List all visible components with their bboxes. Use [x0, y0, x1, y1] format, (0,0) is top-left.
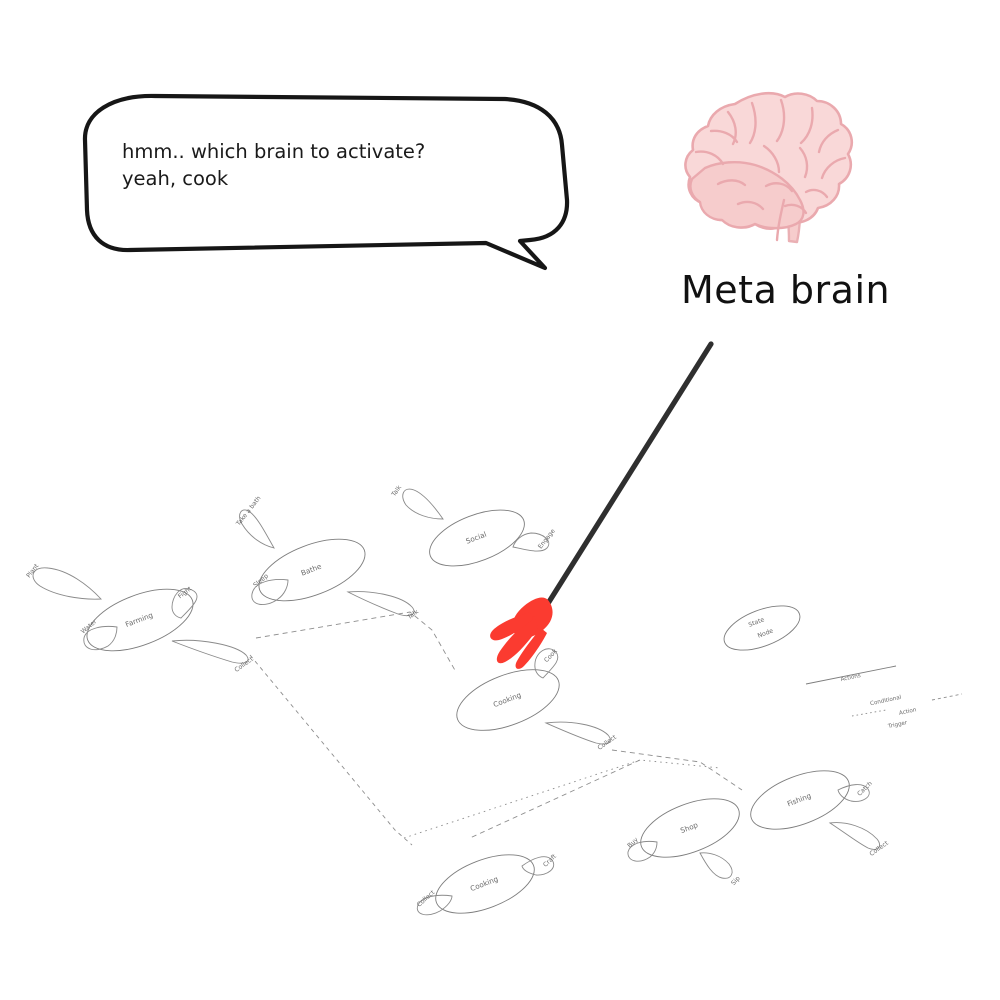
legend-label-actions: Actions [840, 673, 861, 683]
meta-brain-label: Meta brain [681, 268, 891, 312]
bubble-text: hmm.. which brain to activate? yeah, coo… [122, 140, 426, 190]
legend-label-action: Action [899, 707, 918, 717]
pointer-shaft [539, 341, 714, 616]
legend-label-trigger: Trigger [887, 720, 909, 730]
pointer-tip [490, 597, 553, 669]
edge-label: Sip [730, 875, 742, 887]
bubble-outline [82, 93, 570, 271]
graph-connectors [249, 611, 743, 846]
